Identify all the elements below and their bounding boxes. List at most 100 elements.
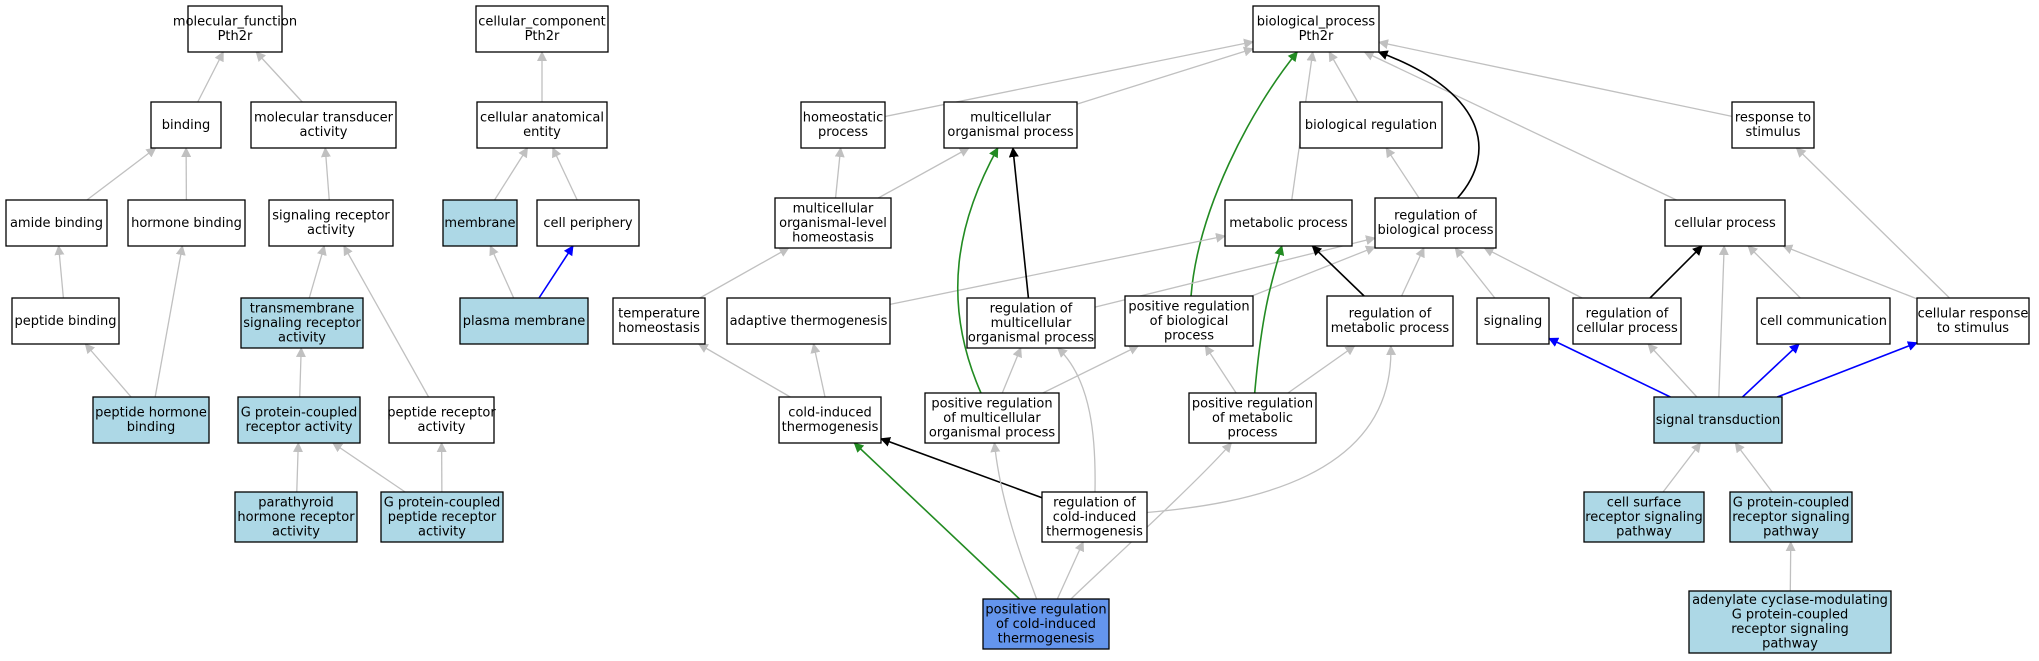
term-box bbox=[966, 297, 1096, 349]
edge-rmp-is-a-rbp bbox=[1401, 247, 1425, 297]
edge-mta-is-a-mf bbox=[255, 51, 303, 103]
term-label-line: signaling receptor bbox=[243, 316, 361, 331]
edge-rbp-regulates-bp bbox=[1377, 50, 1480, 199]
term-label-line: binding bbox=[127, 420, 175, 435]
edge-prmop-positively-regulates-mop bbox=[956, 147, 999, 394]
term-label-line: multicellular bbox=[991, 316, 1072, 331]
term-label-line: peptide receptor bbox=[387, 406, 496, 421]
term-node-hormone[interactable]: hormone binding bbox=[127, 199, 246, 247]
edge-crs-is-a-cellproc bbox=[1782, 244, 1918, 300]
term-label-line: cellular response bbox=[1918, 307, 2029, 322]
term-box bbox=[1299, 101, 1443, 149]
term-label-line: receptor signaling bbox=[1731, 622, 1849, 637]
term-label-line: Pth2r bbox=[525, 29, 560, 44]
term-node-adapt[interactable]: adaptive thermogenesis bbox=[726, 297, 891, 345]
term-label-line: activity bbox=[278, 330, 326, 345]
term-node-pm[interactable]: plasma membrane bbox=[459, 297, 589, 345]
term-box bbox=[1664, 199, 1786, 247]
term-label-line: process bbox=[1164, 328, 1214, 343]
term-box bbox=[187, 5, 283, 53]
edge-mlh-is-a-mop bbox=[877, 147, 970, 199]
term-label-line: organismal process bbox=[947, 125, 1073, 140]
term-label-line: biological_process bbox=[1257, 15, 1376, 30]
term-label-line: process bbox=[818, 125, 868, 140]
term-box bbox=[1374, 197, 1497, 249]
term-label-line: activity bbox=[272, 524, 320, 539]
term-node-cellper[interactable]: cell periphery bbox=[536, 199, 640, 247]
edge-rcit-is-a-rmop bbox=[1057, 347, 1096, 493]
edge-cellcomm-is-a-cellproc bbox=[1747, 245, 1801, 299]
edge-mlh-is-a-homeo bbox=[834, 147, 845, 199]
term-node-st[interactable]: signal transduction bbox=[1653, 396, 1783, 444]
term-node-peptideb[interactable]: peptide binding bbox=[11, 297, 120, 345]
term-label-line: peptide hormone bbox=[95, 406, 207, 421]
term-box bbox=[150, 101, 222, 149]
term-box bbox=[1252, 5, 1380, 53]
term-node-breg[interactable]: biological regulation bbox=[1299, 101, 1443, 149]
term-box bbox=[476, 101, 608, 149]
term-label-line: plasma membrane bbox=[463, 314, 586, 329]
term-label-line: peptide binding bbox=[14, 314, 116, 329]
term-label-line: pathway bbox=[1763, 524, 1819, 539]
term-node-cellproc[interactable]: cellular process bbox=[1664, 199, 1786, 247]
term-node-binding[interactable]: binding bbox=[150, 101, 222, 149]
term-label-line: metabolic process bbox=[1331, 321, 1450, 336]
term-node-metab[interactable]: metabolic process bbox=[1224, 199, 1353, 247]
term-label-line: cellular process bbox=[1576, 321, 1678, 336]
edge-prcit-positively-regulates-cit bbox=[853, 442, 1021, 600]
edge-prcit-is-a-prmop bbox=[990, 442, 1038, 600]
term-box bbox=[1224, 199, 1353, 247]
term-box bbox=[1688, 590, 1892, 654]
term-label-line: positive regulation bbox=[931, 396, 1052, 411]
edge-phb-is-a-hormone bbox=[154, 245, 186, 398]
edge-cellproc-is-a-bp bbox=[1363, 51, 1677, 201]
term-label-line: organismal-level bbox=[779, 216, 887, 231]
edge-membrane-is-a-cae bbox=[494, 147, 528, 201]
term-label-line: homeostasis bbox=[618, 321, 700, 336]
edge-binding-is-a-mf bbox=[197, 51, 224, 103]
term-node-cellcomm[interactable]: cell communication bbox=[1756, 297, 1891, 345]
term-node-amide[interactable]: amide binding bbox=[5, 199, 108, 247]
edge-prbp-is-a-rbp bbox=[1251, 245, 1376, 297]
term-node-signaling[interactable]: signaling bbox=[1476, 297, 1550, 345]
edge-cit-is-a-temph bbox=[697, 343, 791, 398]
edge-cit-is-a-adapt bbox=[810, 343, 826, 398]
term-box bbox=[1124, 295, 1254, 347]
term-label-line: multicellular bbox=[793, 201, 874, 216]
term-label-line: metabolic process bbox=[1229, 216, 1348, 231]
edge-crs-is-a-rts bbox=[1795, 147, 1950, 299]
term-label-line: hormone binding bbox=[131, 216, 242, 231]
term-node-membrane[interactable]: membrane bbox=[442, 199, 518, 247]
